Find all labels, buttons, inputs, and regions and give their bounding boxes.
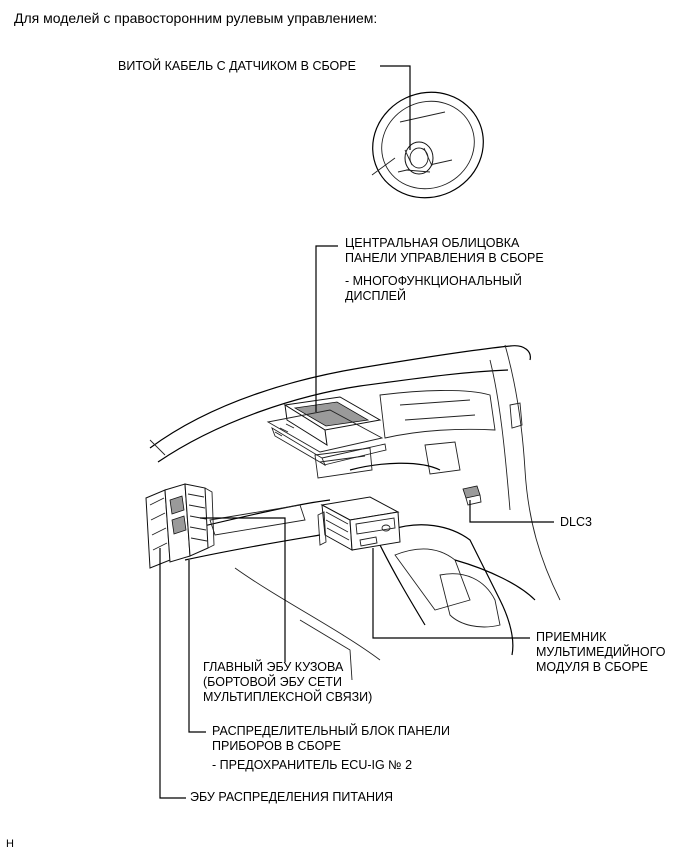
main-body-ecu-label-line-2: (БОРТОВОЙ ЭБУ СЕТИ <box>203 675 342 689</box>
steering-wheel <box>371 91 484 199</box>
junction-block-label-line-2: ПРИБОРОВ В СБОРЕ <box>212 739 341 753</box>
figure-code: H <box>6 838 14 850</box>
center-panel-sub-line-2: ДИСПЛЕЙ <box>345 289 406 303</box>
center-panel-label-line-1: ЦЕНТРАЛЬНАЯ ОБЛИЦОВКА <box>345 236 520 250</box>
ecu-stack <box>145 483 215 569</box>
page-title: Для моделей с правосторонним рулевым упр… <box>14 10 378 26</box>
leader-lines <box>159 65 554 799</box>
dlc3-connector <box>462 485 482 506</box>
receiver-label-line-1: ПРИЕМНИК <box>536 630 607 644</box>
multimedia-receiver <box>317 496 401 551</box>
dlc3-label: DLC3 <box>560 515 592 529</box>
junction-block-label-line-3: - ПРЕДОХРАНИТЕЛЬ ECU-IG № 2 <box>212 758 413 772</box>
center-panel-label-line-2: ПАНЕЛИ УПРАВЛЕНИЯ В СБОРЕ <box>345 251 544 265</box>
main-body-ecu-label-line-1: ГЛАВНЫЙ ЭБУ КУЗОВА <box>203 660 344 674</box>
center-panel-sub-line-1: - МНОГОФУНКЦИОНАЛЬНЫЙ <box>345 274 522 288</box>
receiver-label-line-3: МОДУЛЯ В СБОРЕ <box>536 660 648 674</box>
main-body-ecu-label-line-3: МУЛЬТИПЛЕКСНОЙ СВЯЗИ) <box>203 690 373 704</box>
spiral-cable-label: ВИТОЙ КАБЕЛЬ С ДАТЧИКОМ В СБОРЕ <box>118 59 356 73</box>
dashboard-outline <box>149 344 561 681</box>
multi-display <box>266 396 387 467</box>
receiver-label-line-2: МУЛЬТИМЕДИЙНОГО <box>536 645 666 659</box>
junction-block-label-line-1: РАСПРЕДЕЛИТЕЛЬНЫЙ БЛОК ПАНЕЛИ <box>212 724 450 738</box>
power-ecu-label: ЭБУ РАСПРЕДЕЛЕНИЯ ПИТАНИЯ <box>190 790 393 804</box>
